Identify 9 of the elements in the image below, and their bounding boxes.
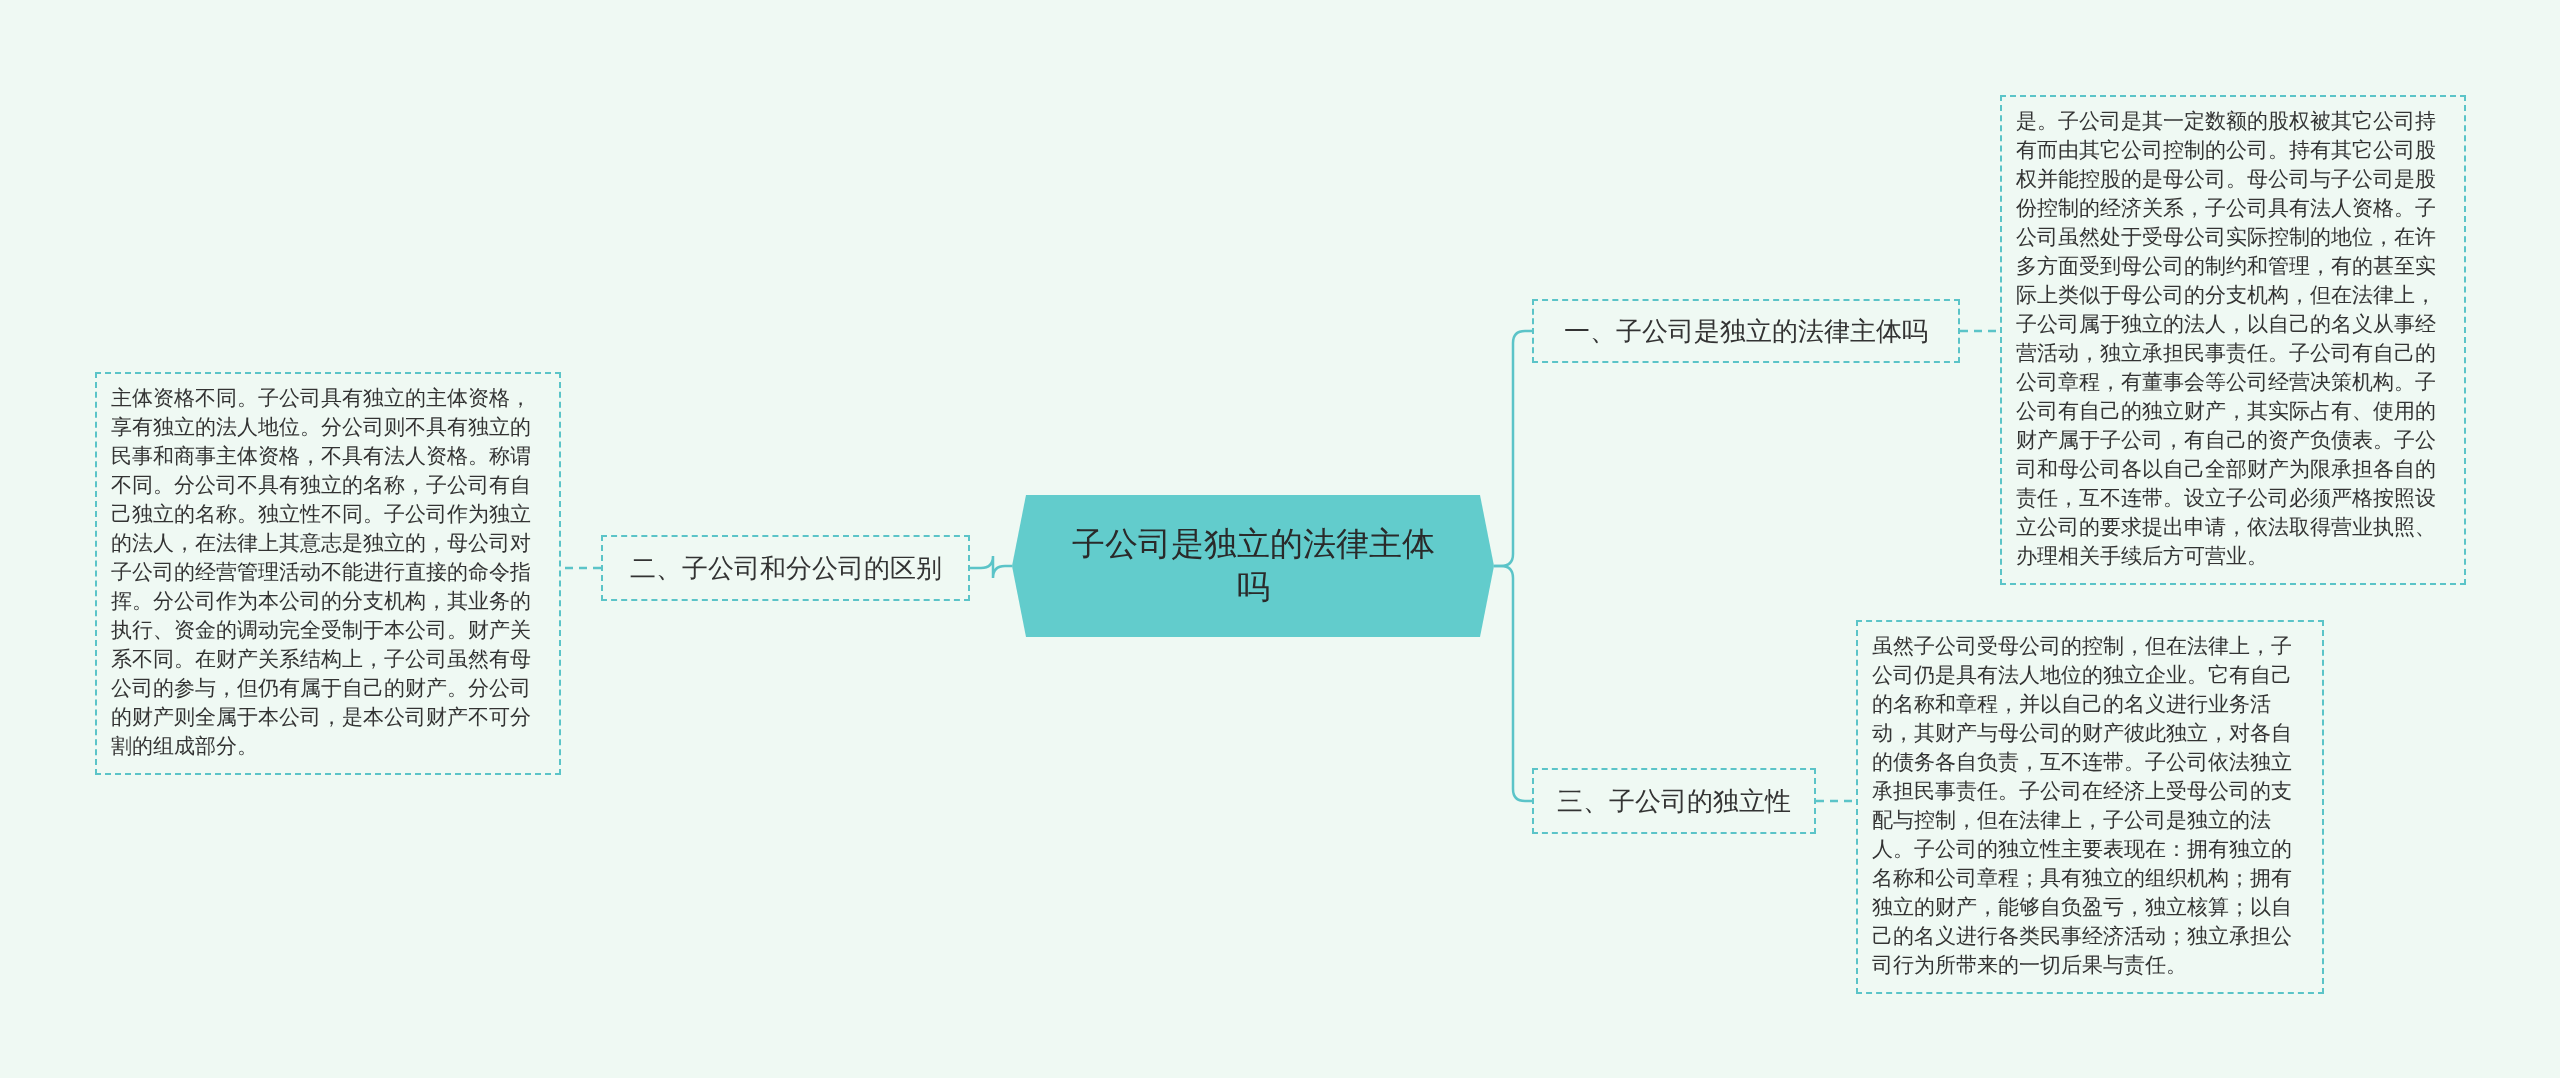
topic-text: 子公司是独立的法律主体吗: [1070, 523, 1436, 608]
connector-line: [1494, 564, 1532, 803]
text-note: 是。子公司是其一定数额的股权被其它公司持有而由其它公司控制的公司。持有其它公司股权并能控股的是母公司。母公司与子公司是股份控制的经济关系，子公司具有法人资格。子公司虽然处于受母公司实际控制的地位，在许多方面受到母公司的制约和管理，有的甚至实际上类似于母公司的分支机构，但在法律上，子公司属于独立的法人，以自己的名义从事经营活动，独立承担民事责任。子公司有自己的公司章程，有董事会等公司经营决策机构。子公司有自己的独立财产，其实际占有、使用的财产属于子公司，有自己的资产负债表。子公司和母公司各以自己全部财产为限承担各自的责任，互不连带。设立子公司必须严格按照设立公司的要求提出申请，依法取得营业执照、办理相关手续后方可营业。: [2000, 95, 2466, 585]
text-note: 虽然子公司受母公司的控制，但在法律上，子公司仍是具有法人地位的独立企业。它有自己的名称和章程，并以自己的名义进行业务活动，其财产与母公司的财产彼此独立，对各自的债务各自负责，互不连带。子公司依法独立承担民事责任。子公司在经济上受母公司的支配与控制，但在法律上，子公司是独立的法人。子公司的独立性主要表现在：拥有独立的名称和公司章程；具有独立的组织机构；拥有独立的财产，能够自负盈亏，独立核算；以自己的名义进行各类民事经济活动；独立承担公司行为所带来的一切后果与责任。: [1856, 620, 2324, 994]
connector-line: [970, 554, 1012, 580]
text-note: 主体资格不同。子公司具有独立的主体资格，享有独立的法人地位。分公司则不具有独立的民事和商事主体资格，不具有法人资格。称谓不同。分公司不具有独立的名称，子公司有自己独立的名称。独立性不同。子公司作为独立的法人，在法律上其意志是独立的，母公司对子公司的经营管理活动不能进行直接的命令指挥。分公司作为本公司的分支机构，其业务的执行、资金的调动完全受制于本公司。财产关系不同。在财产关系结构上，子公司虽然有母公司的参与，但仍有属于自己的财产。分公司的财产则全属于本公司，是本公司财产不可分割的组成部分。: [95, 372, 561, 775]
branch-topic: 三、子公司的独立性: [1532, 768, 1816, 834]
branch-topic: 二、子公司和分公司的区别: [601, 535, 970, 601]
branch-topic: 一、子公司是独立的法律主体吗: [1532, 299, 1960, 363]
